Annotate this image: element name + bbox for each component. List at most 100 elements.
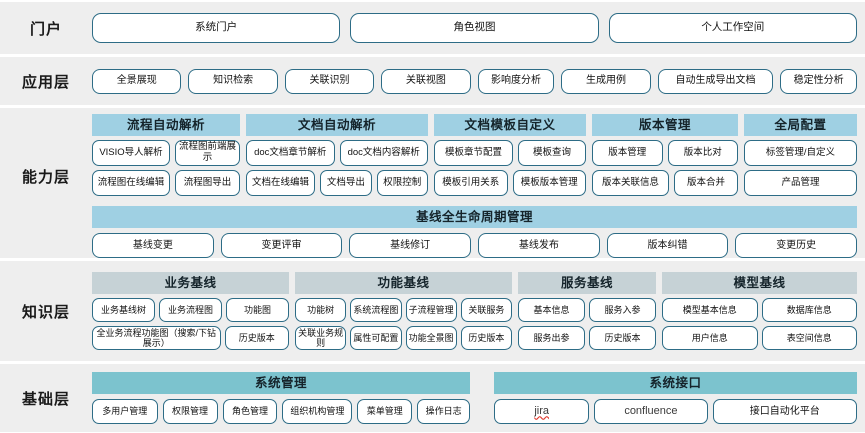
cap-item-template-version-manage[interactable]: 模板版本管理 [512, 170, 586, 196]
lifecycle-item-baseline-change[interactable]: 基线变更 [92, 233, 214, 258]
know-item-subprocess-manage[interactable]: 子流程管理 [405, 298, 457, 322]
knowledge-group-row: 业务基线 业务基线树 业务流程图 功能图 全业务流程功能图（搜索/下钻展示） 历… [92, 272, 857, 350]
know-item-function-panorama[interactable]: 功能全景图 [405, 326, 457, 350]
cap-item-flowchart-frontend-display[interactable]: 流程图前端展示 [174, 140, 240, 166]
cap-item-doc-chapter-parse[interactable]: doc文档章节解析 [246, 140, 335, 166]
cap-item-visio-import-parse[interactable]: VISIO导人解析 [92, 140, 170, 166]
base-item-org-structure-manage[interactable]: 组织机构管理 [282, 399, 353, 424]
cap-item-doc-content-parse[interactable]: doc文档内容解析 [339, 140, 428, 166]
know-item-history-version[interactable]: 历史版本 [224, 326, 289, 350]
group-title-baseline-lifecycle: 基线全生命周期管理 [92, 206, 857, 228]
group-title-business-baseline: 业务基线 [92, 272, 289, 294]
know-item-model-basic-info[interactable]: 模型基本信息 [662, 298, 758, 322]
layer-label-portal: 门户 [29, 20, 62, 38]
base-item-confluence[interactable]: confluence [594, 399, 708, 424]
base-item-multi-user-manage[interactable]: 多用户管理 [92, 399, 158, 424]
capability-cells-row1: 模板章节配置 模板查询 [434, 140, 586, 166]
knowledge-cells-row2: 服务出参 历史版本 [518, 326, 656, 350]
app-item-auto-export-doc[interactable]: 自动生成导出文档 [657, 68, 774, 94]
portal-item-row: 系统门户 角色视图 个人工作空间 [92, 13, 857, 43]
group-title-service-baseline: 服务基线 [518, 272, 656, 294]
layer-infrastructure: 基础层 系统管理 多用户管理 权限管理 角色管理 组织机构管理 菜单管理 操作日… [0, 364, 865, 432]
know-item-service-input-param[interactable]: 服务入参 [589, 298, 656, 322]
layer-knowledge: 知识层 业务基线 业务基线树 业务流程图 功能图 全业务流程功能图（搜索/下钻展… [0, 261, 865, 361]
base-item-operation-log[interactable]: 操作日志 [417, 399, 471, 424]
know-item-tablespace-info[interactable]: 表空间信息 [761, 326, 857, 350]
know-item-user-info[interactable]: 用户信息 [662, 326, 758, 350]
cap-item-doc-export[interactable]: 文档导出 [320, 170, 372, 196]
knowledge-cells-row2: 用户信息 表空间信息 [662, 326, 857, 350]
know-item-basic-info[interactable]: 基本信息 [518, 298, 585, 322]
lifecycle-item-version-correction[interactable]: 版本纠错 [606, 233, 729, 258]
cap-item-product-manage[interactable]: 产品管理 [744, 170, 857, 196]
lifecycle-item-change-review[interactable]: 变更评审 [220, 233, 343, 258]
know-item-service-output-param[interactable]: 服务出参 [518, 326, 585, 350]
app-item-relation-view[interactable]: 关联视图 [381, 68, 471, 94]
baseline-lifecycle-block: 基线全生命周期管理 基线变更 变更评审 基线修订 基线发布 版本纠错 变更历史 [92, 206, 858, 258]
layer-application: 应用层 全景展现 知识检索 关联识别 关联视图 影响度分析 生成用例 自动生成导… [0, 57, 865, 105]
app-item-knowledge-search[interactable]: 知识检索 [188, 68, 278, 94]
knowledge-cells-row2: 关联业务规则 属性可配置 功能全景图 历史版本 [295, 326, 512, 350]
capability-group-version-manage: 版本管理 版本管理 版本比对 版本关联信息 版本合并 [592, 114, 738, 196]
app-item-relation-recognition[interactable]: 关联识别 [284, 68, 375, 94]
cap-item-flowchart-export[interactable]: 流程图导出 [174, 170, 240, 196]
base-item-jira[interactable]: jira [494, 399, 590, 424]
app-item-generate-usecase[interactable]: 生成用例 [561, 68, 651, 94]
know-item-history-version[interactable]: 历史版本 [460, 326, 512, 350]
lifecycle-item-baseline-release[interactable]: 基线发布 [478, 233, 600, 258]
cap-item-version-compare[interactable]: 版本比对 [667, 140, 738, 166]
cap-item-template-query[interactable]: 模板查询 [517, 140, 586, 166]
cap-item-version-relation-info[interactable]: 版本关联信息 [592, 170, 669, 196]
cap-item-template-reference-relation[interactable]: 模板引用关系 [434, 170, 508, 196]
capability-cells-row2: 产品管理 [744, 170, 857, 196]
lifecycle-item-change-history[interactable]: 变更历史 [735, 233, 858, 258]
base-item-permission-manage[interactable]: 权限管理 [162, 399, 218, 424]
infrastructure-group-system-interface: 系统接口 jira confluence 接口自动化平台 [494, 372, 857, 424]
layer-capability: 能力层 流程自动解析 VISIO导人解析 流程图前端展示 流程图在线编辑 流程图… [0, 108, 865, 258]
lifecycle-item-baseline-revision[interactable]: 基线修订 [349, 233, 472, 258]
app-item-stability-analysis[interactable]: 稳定性分析 [780, 68, 857, 94]
app-item-impact-analysis[interactable]: 影响度分析 [477, 68, 555, 94]
know-item-business-baseline-tree[interactable]: 业务基线树 [92, 298, 155, 322]
confluence-label: confluence [624, 405, 678, 418]
capability-group-doc-template: 文档模板自定义 模板章节配置 模板查询 模板引用关系 模板版本管理 [434, 114, 586, 196]
cap-item-permission-control[interactable]: 权限控制 [376, 170, 428, 196]
capability-group-row: 流程自动解析 VISIO导人解析 流程图前端展示 流程图在线编辑 流程图导出 文… [92, 114, 857, 196]
know-item-related-service[interactable]: 关联服务 [460, 298, 512, 322]
know-item-function-diagram[interactable]: 功能图 [226, 298, 289, 322]
know-item-related-business-rule[interactable]: 关联业务规则 [295, 326, 347, 350]
application-item-row: 全景展现 知识检索 关联识别 关联视图 影响度分析 生成用例 自动生成导出文档 … [92, 68, 857, 94]
cap-item-version-merge[interactable]: 版本合并 [673, 170, 738, 196]
portal-item-role-view[interactable]: 角色视图 [350, 13, 599, 43]
know-item-business-flowchart[interactable]: 业务流程图 [159, 298, 222, 322]
base-item-interface-automation-platform[interactable]: 接口自动化平台 [712, 399, 857, 424]
knowledge-group-business-baseline: 业务基线 业务基线树 业务流程图 功能图 全业务流程功能图（搜索/下钻展示） 历… [92, 272, 289, 350]
cap-item-flowchart-online-edit[interactable]: 流程图在线编辑 [92, 170, 170, 196]
know-item-system-flowchart[interactable]: 系统流程图 [350, 298, 402, 322]
cap-item-version-manage[interactable]: 版本管理 [592, 140, 663, 166]
infrastructure-group-system-manage: 系统管理 多用户管理 权限管理 角色管理 组织机构管理 菜单管理 操作日志 [92, 372, 471, 424]
know-item-database-info[interactable]: 数据库信息 [761, 298, 857, 322]
infrastructure-group-row: 系统管理 多用户管理 权限管理 角色管理 组织机构管理 菜单管理 操作日志 系统… [92, 372, 857, 424]
jira-label: jira [534, 405, 549, 418]
group-title-function-baseline: 功能基线 [295, 272, 512, 294]
layer-label-application: 应用层 [21, 73, 70, 91]
app-item-panorama[interactable]: 全景展现 [92, 68, 182, 94]
group-title-system-interface: 系统接口 [494, 372, 857, 394]
know-item-history-version[interactable]: 历史版本 [589, 326, 656, 350]
knowledge-group-function-baseline: 功能基线 功能树 系统流程图 子流程管理 关联服务 关联业务规则 属性可配置 功… [295, 272, 512, 350]
knowledge-cells-row1: 模型基本信息 数据库信息 [662, 298, 857, 322]
cap-item-template-chapter-config[interactable]: 模板章节配置 [434, 140, 513, 166]
know-item-attribute-configurable[interactable]: 属性可配置 [350, 326, 402, 350]
base-item-role-manage[interactable]: 角色管理 [222, 399, 278, 424]
cap-item-doc-online-edit[interactable]: 文档在线编辑 [246, 170, 316, 196]
portal-item-system-portal[interactable]: 系统门户 [92, 13, 341, 43]
know-item-function-tree[interactable]: 功能树 [295, 298, 347, 322]
portal-item-personal-workspace[interactable]: 个人工作空间 [608, 13, 857, 43]
base-item-menu-manage[interactable]: 菜单管理 [357, 399, 413, 424]
cap-item-tag-manage-custom[interactable]: 标签管理/自定义 [744, 140, 857, 166]
knowledge-cells-row1: 功能树 系统流程图 子流程管理 关联服务 [295, 298, 512, 322]
know-item-full-business-flow-function-diagram[interactable]: 全业务流程功能图（搜索/下钻展示） [92, 326, 221, 350]
capability-cells-row2: 模板引用关系 模板版本管理 [434, 170, 586, 196]
group-title-system-manage: 系统管理 [92, 372, 470, 394]
